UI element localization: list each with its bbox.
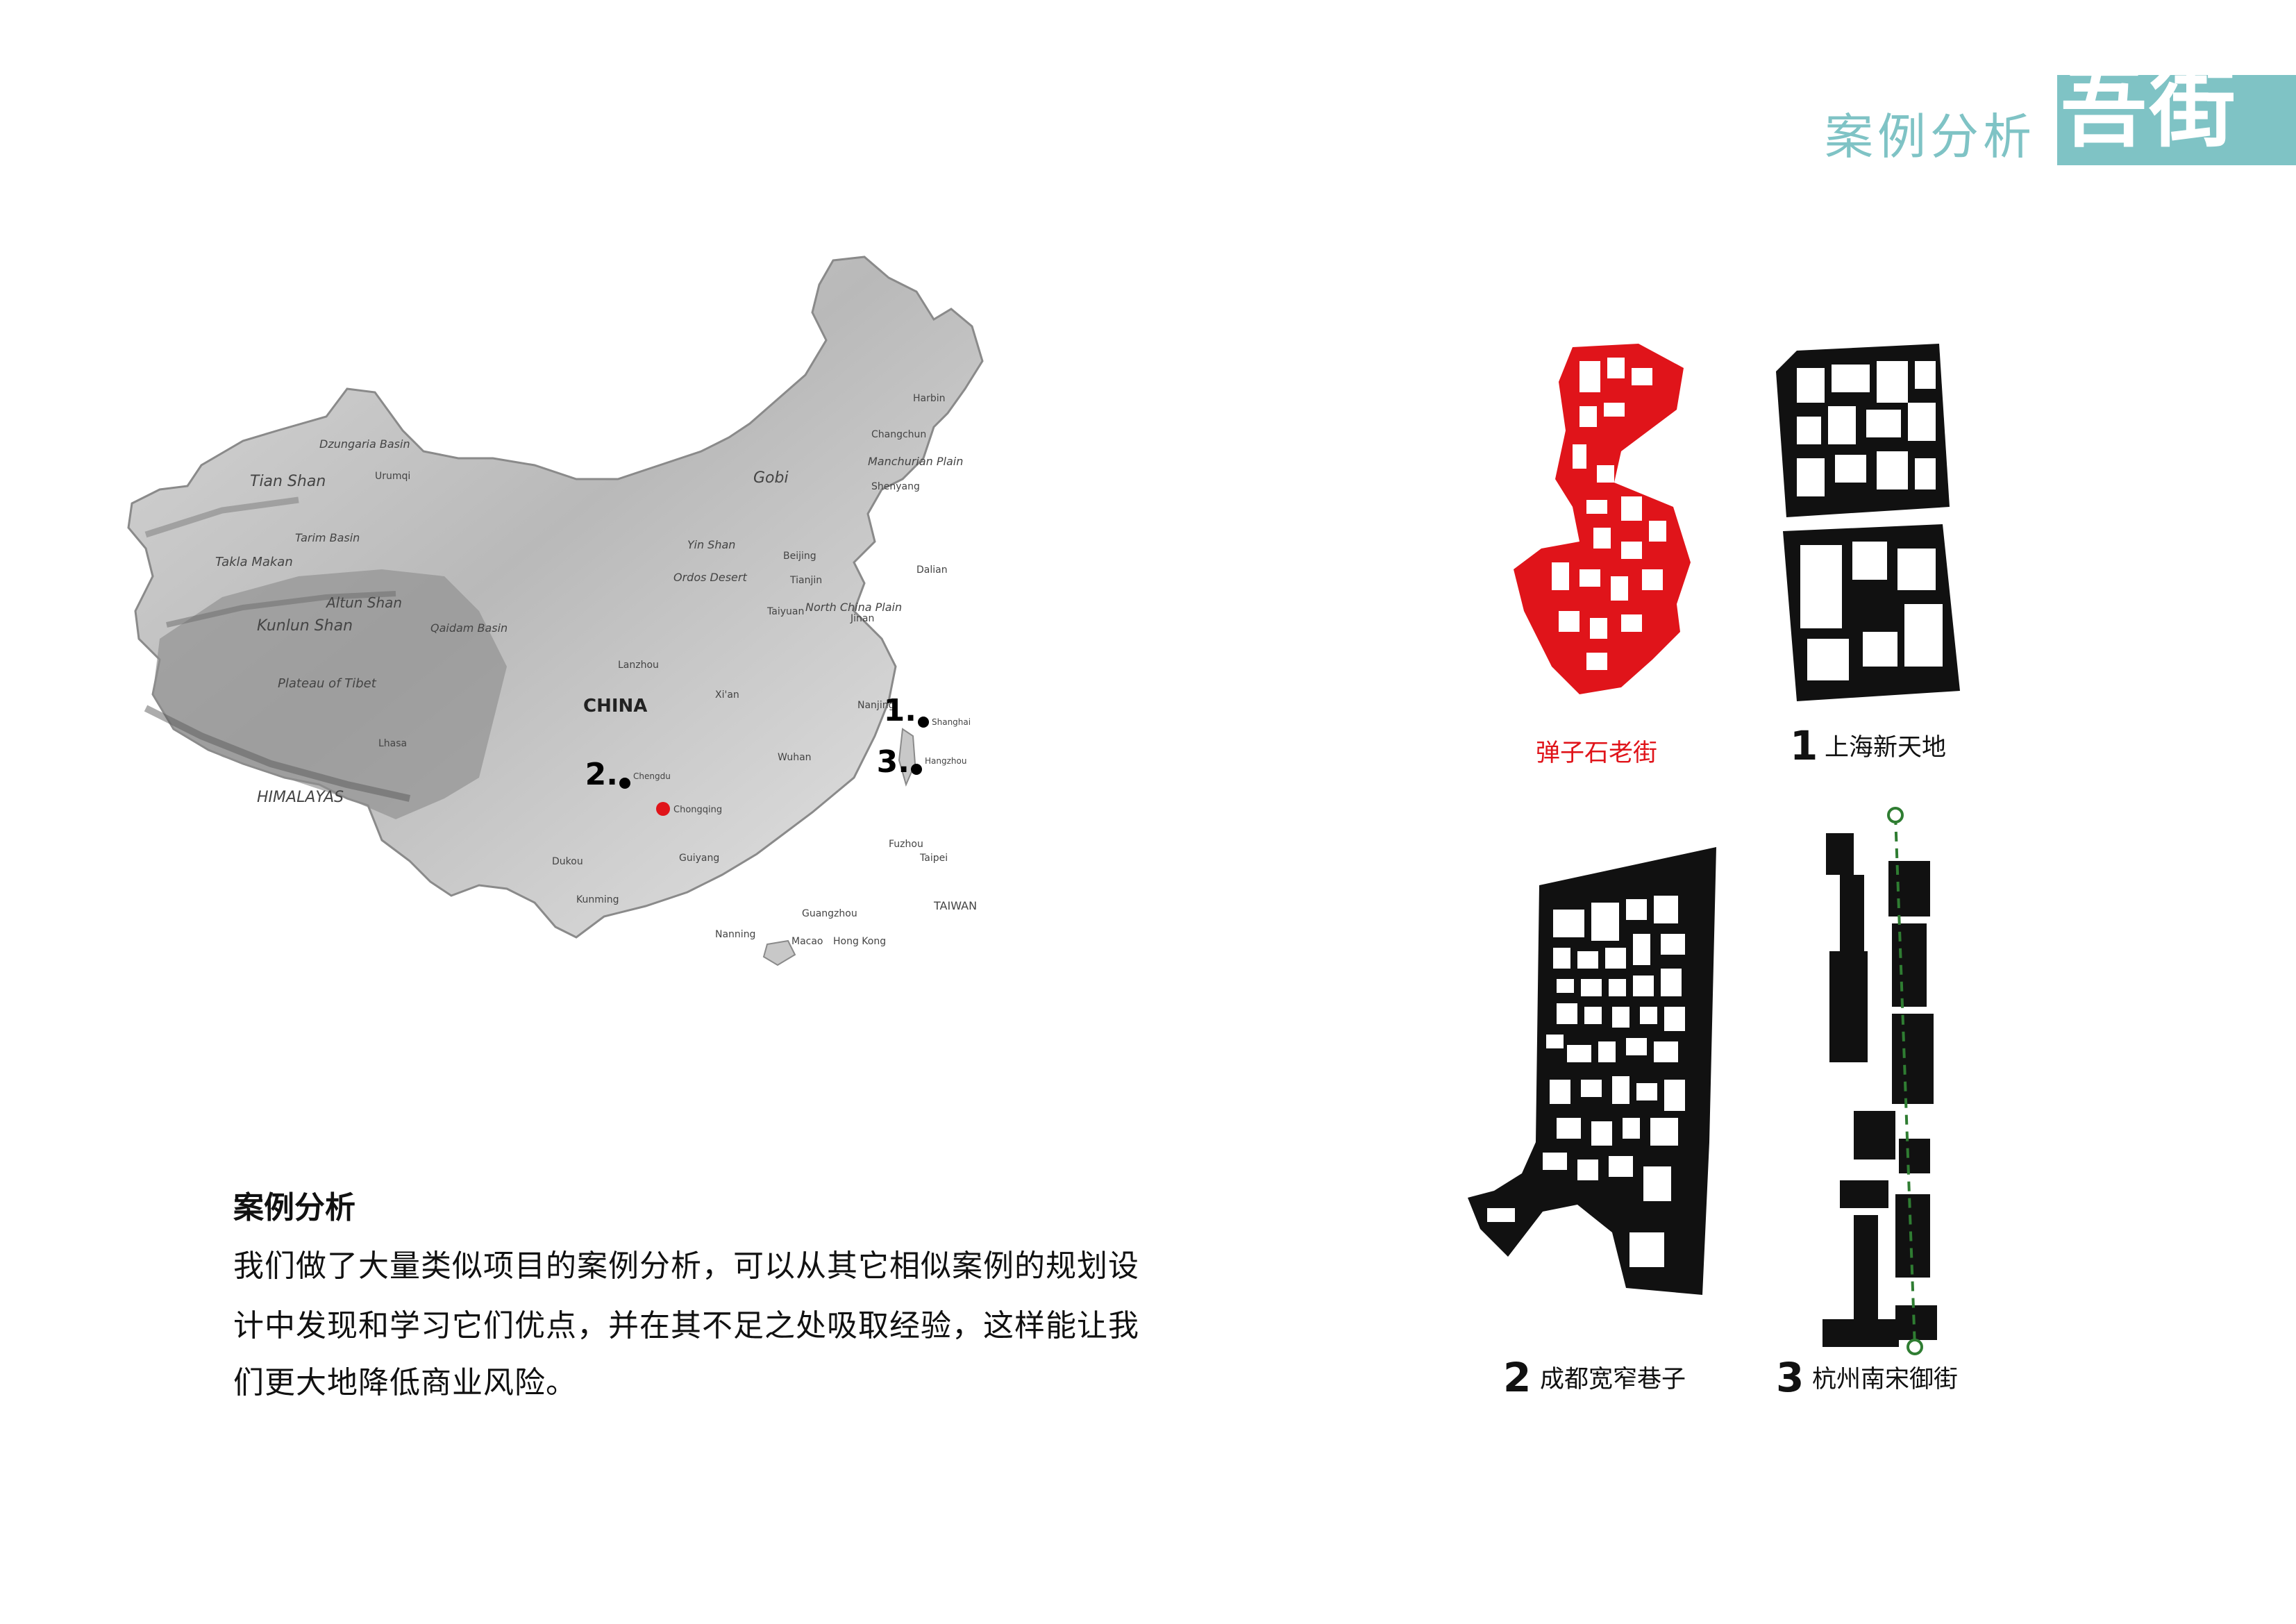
- label-changchun: Changchun: [871, 429, 926, 440]
- label-tarim: Tarim Basin: [295, 531, 360, 544]
- china-relief-map: Tian Shan Dzungaria Basin Tarim Basin Ta…: [127, 256, 984, 966]
- axis-line: [1894, 814, 1916, 1348]
- marker-shanghai: 1. Shanghai: [884, 693, 971, 728]
- tibet-plateau-shade: [153, 569, 507, 819]
- case-num-3: 3: [1776, 1354, 1804, 1401]
- label-jinan: Jinan: [850, 613, 874, 624]
- label-dukou: Dukou: [552, 856, 583, 867]
- map-country-label: CHINA: [583, 696, 647, 717]
- plan-danzishi: [1514, 344, 1691, 694]
- label-takla: Takla Makan: [215, 555, 293, 569]
- marker-chengdu: 2. Chengdu: [585, 757, 671, 792]
- logo-text: 吾街: [2061, 59, 2239, 159]
- body-line-2: 计中发现和学习它们优点，并在其不足之处吸取经验，这样能让我: [233, 1308, 1139, 1343]
- label-lhasa: Lhasa: [378, 738, 407, 749]
- marker-shanghai-num: 1.: [884, 693, 916, 728]
- label-beijing: Beijing: [783, 551, 816, 562]
- body-line-1: 我们做了大量类似项目的案例分析，可以从其它相似案例的规划设: [233, 1248, 1139, 1284]
- axis-start-node: [1887, 807, 1904, 823]
- case-label-chengdu: 成都宽窄巷子: [1540, 1366, 1686, 1393]
- label-taiwan: TAIWAN: [933, 899, 977, 912]
- label-ordos: Ordos Desert: [673, 571, 747, 584]
- label-xian: Xi'an: [715, 689, 739, 701]
- label-tian-shan: Tian Shan: [250, 473, 326, 490]
- label-taiyuan: Taiyuan: [766, 606, 804, 617]
- plan-shanghai-xintiandi: [1776, 344, 1960, 701]
- label-lanzhou: Lanzhou: [618, 660, 659, 671]
- kunlun-ridge: [166, 591, 396, 628]
- himalaya-ridge: [144, 705, 411, 802]
- label-nanning: Nanning: [715, 929, 755, 940]
- label-gobi: Gobi: [753, 469, 789, 487]
- label-shenyang: Shenyang: [871, 481, 920, 492]
- body-line-3: 们更大地降低商业风险。: [233, 1365, 577, 1400]
- taiwan-island: [898, 728, 916, 787]
- section-heading: 案例分析: [233, 1190, 355, 1225]
- marker-hangzhou: 3. Hangzhou: [877, 744, 967, 780]
- label-himalayas: HIMALAYAS: [257, 789, 344, 806]
- label-taipei: Taipei: [919, 853, 948, 864]
- label-kunming: Kunming: [576, 894, 619, 905]
- marker-chengdu-num: 2.: [585, 757, 618, 792]
- hainan-island: [762, 939, 796, 966]
- marker-hangzhou-city: Hangzhou: [925, 756, 966, 766]
- tianshan-ridge: [144, 496, 299, 538]
- marker-shanghai-city: Shanghai: [932, 717, 971, 727]
- label-tianjin: Tianjin: [789, 575, 822, 586]
- label-urumqi: Urumqi: [375, 471, 410, 482]
- logo-block: [2057, 75, 2296, 165]
- label-manchurian: Manchurian Plain: [868, 455, 963, 468]
- label-harbin: Harbin: [913, 393, 946, 404]
- label-nanjing: Nanjing: [857, 700, 894, 711]
- label-altun: Altun Shan: [325, 594, 402, 611]
- case-label-shanghai: 上海新天地: [1825, 734, 1947, 762]
- case-num-1: 1: [1790, 722, 1818, 769]
- label-wuhan: Wuhan: [778, 752, 812, 763]
- case-label-hangzhou: 杭州南宋御街: [1812, 1366, 1959, 1393]
- marker-chengdu-city: Chengdu: [633, 771, 671, 781]
- marker-chongqing: Chongqing: [656, 802, 722, 816]
- label-dalian: Dalian: [916, 564, 948, 576]
- label-hong-kong: Hong Kong: [833, 936, 886, 947]
- plan-chengdu-kuanzhai: [1468, 847, 1716, 1295]
- case-num-2: 2: [1503, 1354, 1532, 1401]
- label-tibet: Plateau of Tibet: [278, 676, 377, 691]
- label-kunlun: Kunlun Shan: [257, 617, 353, 635]
- label-guangzhou: Guangzhou: [802, 908, 857, 919]
- label-dzungaria: Dzungaria Basin: [319, 437, 410, 451]
- marker-hangzhou-num: 3.: [877, 744, 910, 780]
- label-guiyang: Guiyang: [679, 853, 719, 864]
- label-macao: Macao: [791, 936, 823, 947]
- label-yin-shan: Yin Shan: [687, 538, 735, 551]
- label-fuzhou: Fuzhou: [889, 839, 923, 850]
- marker-chongqing-city: Chongqing: [673, 805, 722, 815]
- plan-hangzhou-yujie: [1822, 807, 1937, 1355]
- page-header-title: 案例分析: [1825, 108, 2036, 165]
- axis-end-node: [1907, 1339, 1923, 1355]
- label-qaidam: Qaidam Basin: [430, 621, 508, 635]
- label-north-china: North China Plain: [805, 601, 902, 614]
- case-label-danzishi: 弹子石老街: [1536, 739, 1658, 767]
